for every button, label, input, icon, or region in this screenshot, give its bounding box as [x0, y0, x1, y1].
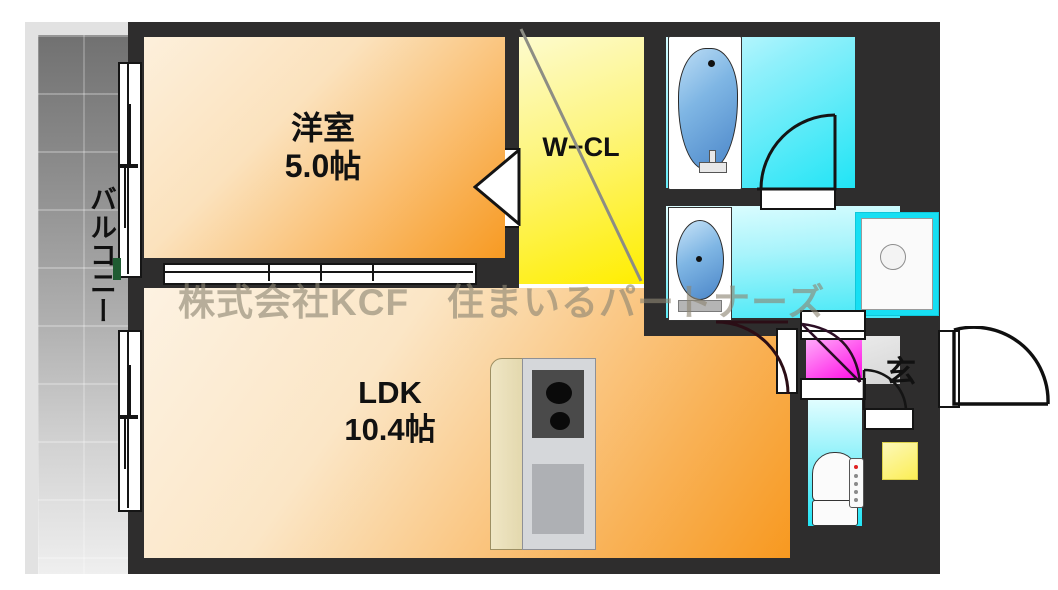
hall-folding-door-icon[interactable] — [800, 322, 862, 384]
wcl-diagonal-line — [519, 28, 643, 282]
entrance-label: 玄 — [886, 356, 916, 389]
ldk-window-sash-lower — [124, 417, 126, 469]
wall-exterior-top — [128, 22, 940, 37]
bedroom-window-sash-upper — [129, 104, 131, 166]
toilet-panel-button-1 — [854, 474, 858, 478]
sliding-rail-line — [163, 271, 473, 273]
ldk-window-sash-upper — [129, 365, 131, 417]
kitchen-sink — [532, 464, 584, 534]
drain-hole-icon — [880, 244, 906, 270]
balcony-tile-pattern — [38, 35, 130, 574]
ldk-window-divider — [118, 415, 138, 419]
ldk-window-mullion — [127, 330, 129, 508]
bathroom-door-swing-arc — [757, 113, 837, 191]
toilet-door-opening[interactable] — [864, 408, 914, 430]
bedroom-window-mullion — [127, 62, 129, 274]
washbasin-drain-icon — [696, 256, 702, 262]
balcony-label: バルコニー — [86, 185, 116, 325]
ldk-window[interactable] — [118, 330, 142, 512]
shoe-box — [882, 442, 918, 480]
bedroom-window-divider — [118, 164, 138, 168]
toilet-panel-button-4 — [854, 498, 858, 502]
wall-exterior-bottom — [128, 558, 940, 574]
kitchen-counter — [490, 358, 524, 550]
vanity-drawer — [678, 300, 722, 312]
bathtub — [678, 48, 738, 170]
ldk-hall-door-swing-arc — [715, 320, 790, 395]
washbasin — [676, 220, 724, 300]
room-bedroom — [143, 36, 505, 258]
entrance-door-swing-arc — [952, 326, 1050, 406]
toilet-door-swing-arc — [862, 368, 908, 411]
wall-genkan-bottom — [806, 526, 940, 574]
toilet-panel-button-3 — [854, 490, 858, 494]
stove-burner-small-icon — [550, 412, 570, 430]
wcl-folding-door-icon[interactable] — [473, 148, 521, 226]
bedroom-window-sash-lower — [124, 166, 126, 228]
toilet-panel-button-red — [854, 465, 858, 469]
bedroom-label: 洋室 5.0帖 — [284, 110, 362, 184]
company-watermark: 株式会社KCF 住まいるパートナーズ — [178, 282, 826, 323]
toilet-control-panel — [849, 458, 864, 508]
stove-burner-large-icon — [546, 382, 572, 404]
bathtub-drain-icon — [708, 60, 715, 67]
toilet-panel-button-2 — [854, 482, 858, 486]
bathtub-faucet — [699, 162, 727, 173]
wall-toilet-left — [790, 384, 808, 574]
bedroom-window[interactable] — [118, 62, 142, 278]
balcony-handrail-marker — [113, 258, 121, 280]
wall-washroom-left — [644, 188, 666, 336]
ldk-label: LDK 10.4帖 — [344, 375, 436, 447]
wall-bath-right — [855, 22, 903, 204]
